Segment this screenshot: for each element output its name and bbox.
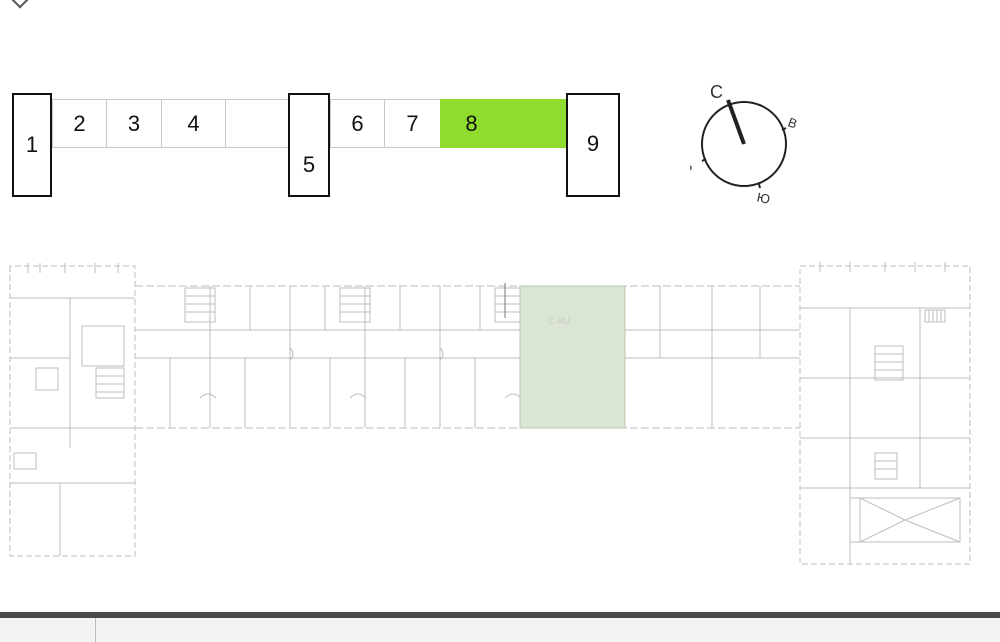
left-wing <box>9 263 136 557</box>
section-label: 5 <box>302 152 316 177</box>
section-label: 8 <box>465 110 478 136</box>
section-label: 4 <box>187 110 200 136</box>
compass-east-label: В <box>786 114 799 131</box>
section-label: 1 <box>25 132 39 157</box>
floor-plan: C.RU <box>9 262 971 565</box>
compass-west-label: З <box>690 158 694 175</box>
compass-north-label: С <box>710 82 723 102</box>
compass: С В Ю З <box>690 82 799 206</box>
section-1[interactable]: 1 <box>12 93 52 197</box>
central-body <box>135 283 800 429</box>
compass-south-label: Ю <box>756 189 772 206</box>
section-4-extension[interactable] <box>225 99 289 148</box>
section-3[interactable]: 3 <box>106 99 162 148</box>
compass-needle <box>726 99 746 145</box>
section-8-extension[interactable] <box>502 99 566 148</box>
bottom-bar-divider <box>95 618 96 642</box>
section-label: 9 <box>586 131 600 156</box>
section-6[interactable]: 6 <box>330 99 385 148</box>
section-2[interactable]: 2 <box>52 99 107 148</box>
compass-ring <box>701 101 787 187</box>
section-4[interactable]: 4 <box>161 99 226 148</box>
section-8[interactable]: 8 <box>440 99 503 148</box>
section-label: 7 <box>406 110 419 136</box>
plan-watermark: C.RU <box>548 316 570 326</box>
right-wing <box>799 262 971 565</box>
section-label: 3 <box>127 110 141 136</box>
section-5[interactable]: 5 <box>288 93 330 197</box>
section-label: 2 <box>73 110 86 136</box>
highlighted-unit[interactable] <box>519 285 626 429</box>
section-9[interactable]: 9 <box>566 93 620 197</box>
back-chevron-icon[interactable] <box>11 0 29 9</box>
section-7[interactable]: 7 <box>384 99 441 148</box>
bottom-bar <box>0 612 1000 642</box>
section-label: 6 <box>351 110 364 136</box>
